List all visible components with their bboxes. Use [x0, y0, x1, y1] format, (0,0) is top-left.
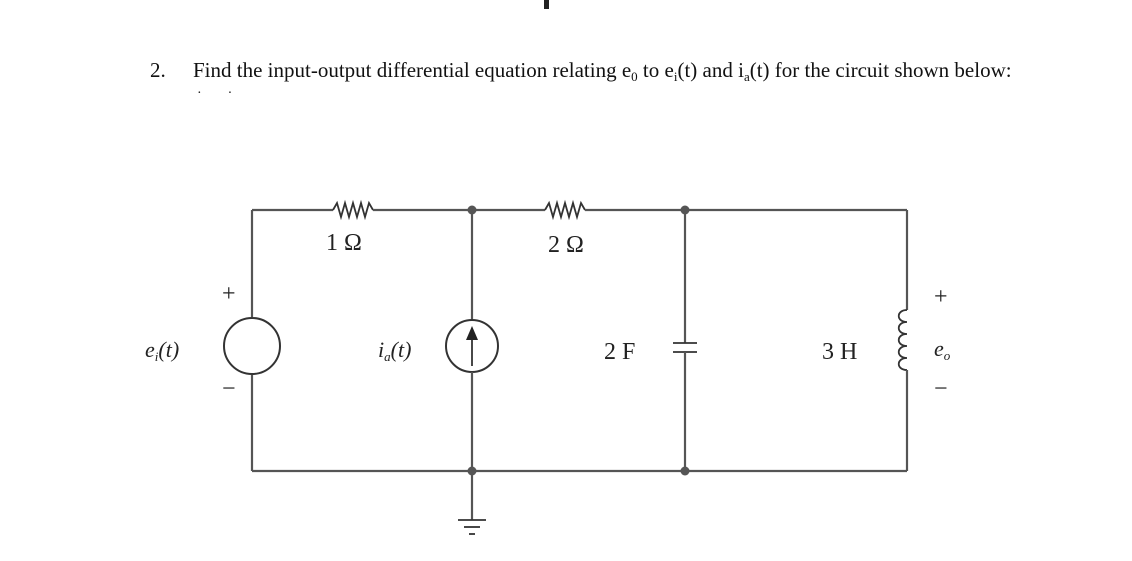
vs-plus: + [222, 281, 236, 307]
underline-dots: ·· [197, 86, 259, 101]
node-top-mid [467, 205, 477, 215]
question-part-3: (t) and i [677, 58, 744, 82]
vs-minus: − [222, 376, 236, 402]
current-arrow-head [466, 326, 478, 340]
r2-label: 2 Ω [548, 232, 584, 258]
inductor-label: 3 H [822, 339, 857, 365]
question-number: 2. [150, 58, 166, 82]
out-minus: − [934, 376, 948, 402]
question-part-1: Find the input-output differential equat… [193, 58, 632, 82]
question-sub-1: 0 [631, 69, 638, 84]
node-bottom-right [680, 466, 690, 476]
r1-label: 1 Ω [326, 230, 362, 256]
question-text: 2. Find the input-output differential equ… [150, 58, 1012, 101]
capacitor-label: 2 F [604, 339, 635, 365]
question-sub-2: i [673, 69, 678, 84]
resistor-2 [544, 199, 586, 221]
vs-label: ei(t) [145, 337, 179, 364]
node-top-right [680, 205, 690, 215]
question-part-4: (t) for the circuit shown below: [749, 58, 1012, 82]
resistor-1 [332, 199, 374, 221]
out-plus: + [934, 284, 948, 310]
voltage-source [223, 317, 281, 375]
is-label: ia(t) [378, 337, 411, 364]
question-part-2: to e [637, 58, 674, 82]
out-label: eo [934, 336, 951, 363]
top-edge-mark [544, 0, 549, 9]
question-sub-3: a [743, 69, 750, 84]
inductor [897, 309, 908, 371]
